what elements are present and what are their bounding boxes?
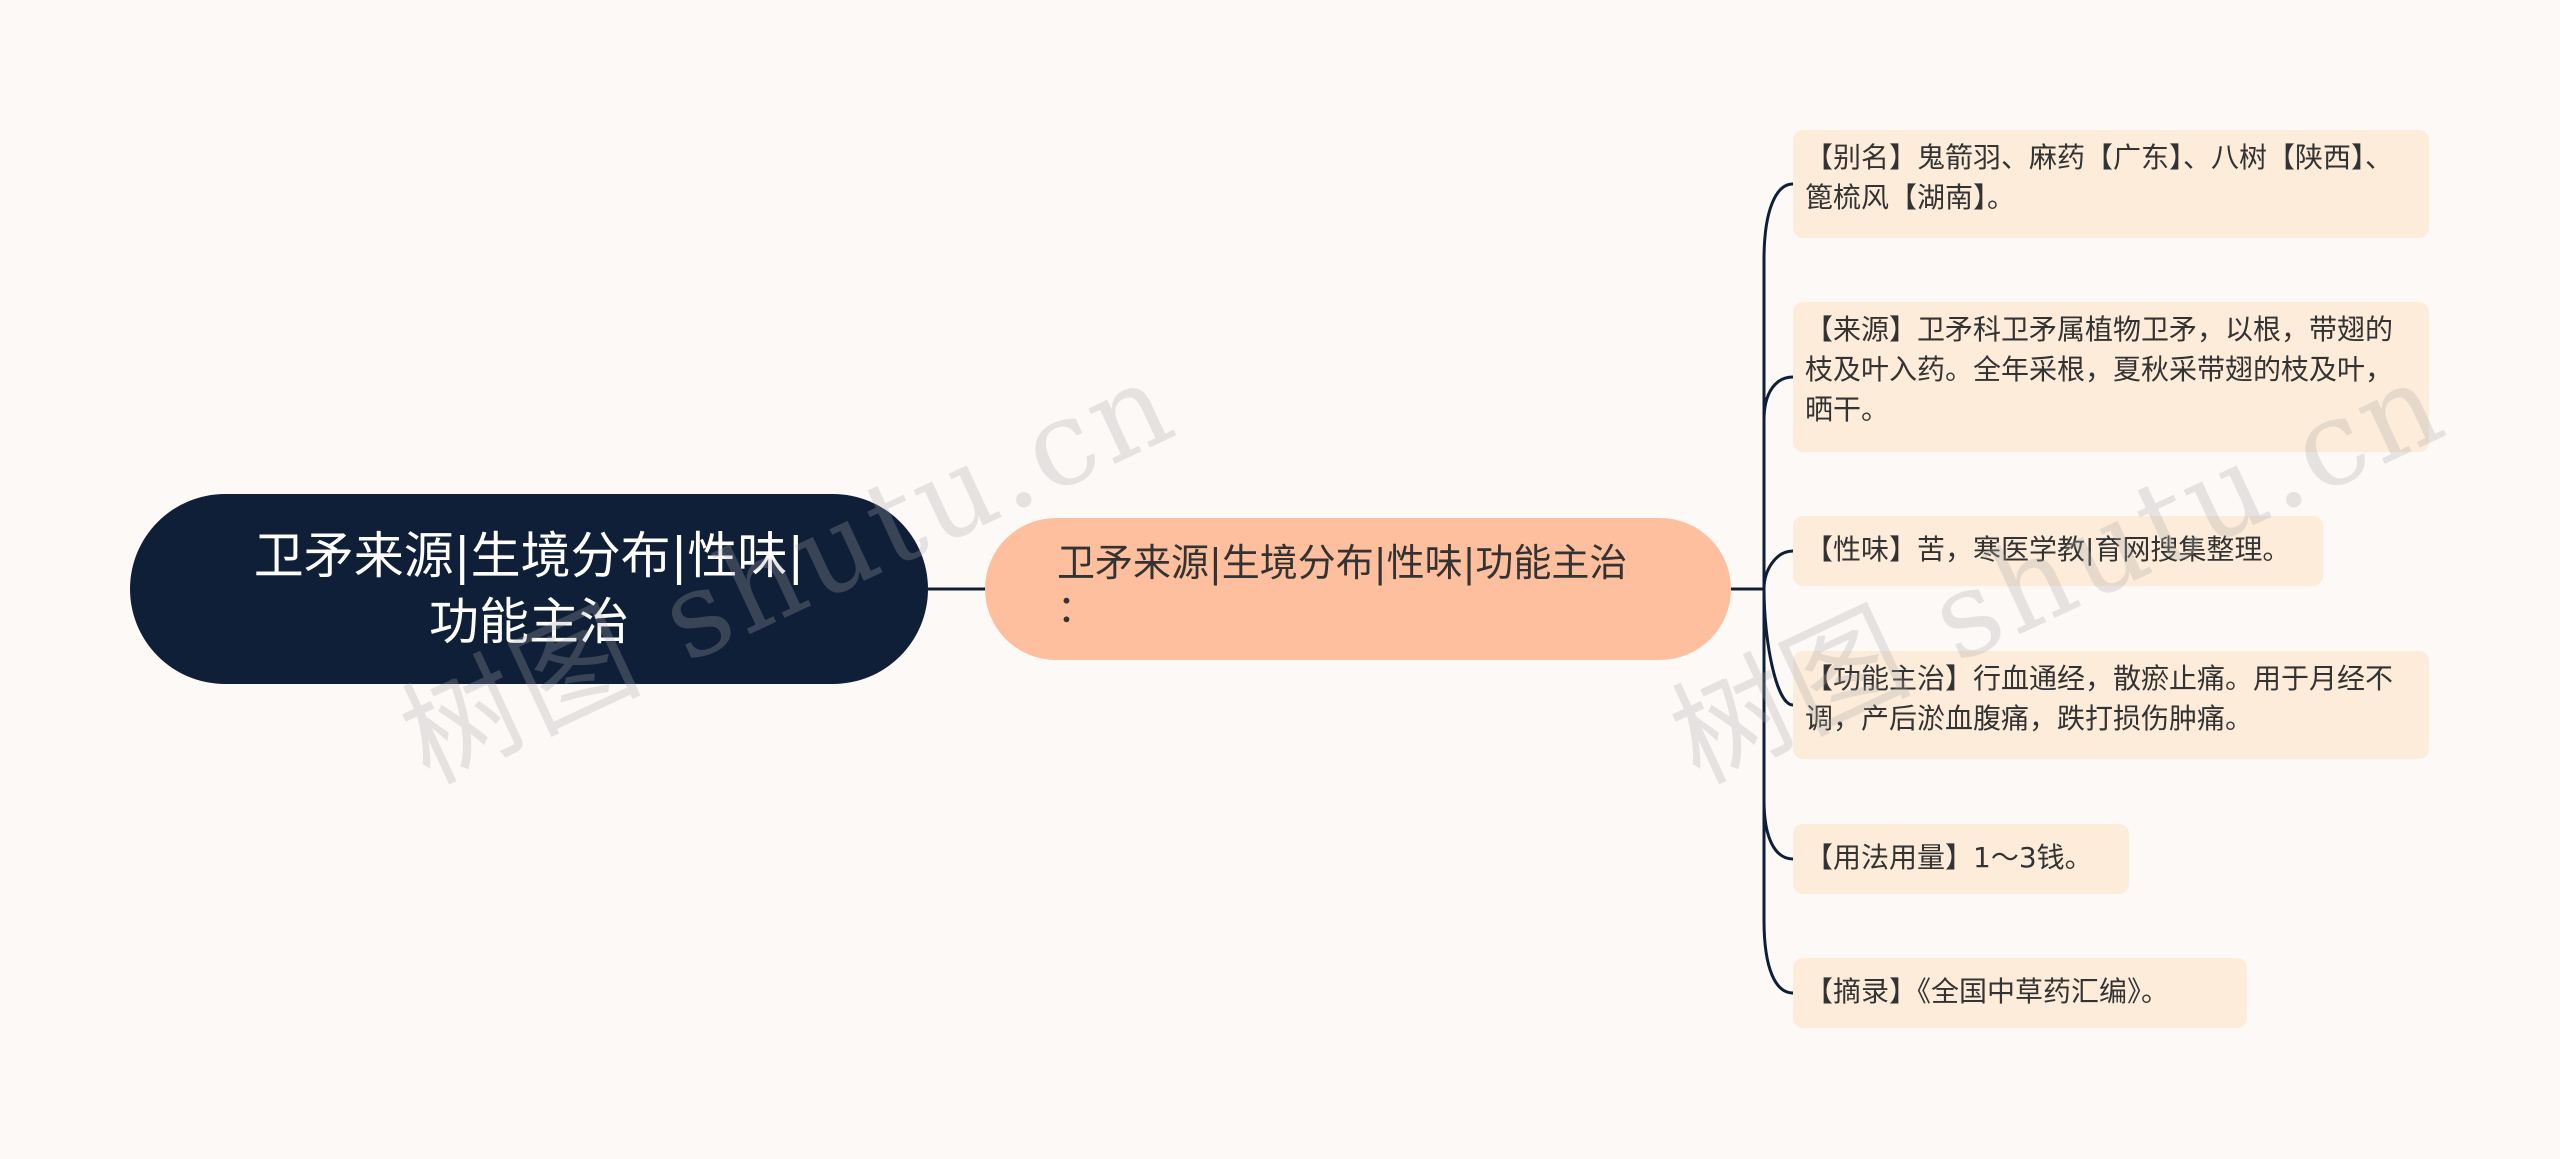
- leaf-node-text: 【用法用量】1～3钱。: [1805, 841, 2093, 874]
- leaf-node-text: 【别名】鬼箭羽、麻药【广东】、八树【陕西】、篦梳风【湖南】。: [1805, 141, 2394, 214]
- root-node-label: 卫矛来源|生境分布|性味|功能主治: [253, 527, 805, 651]
- branch-connector-5: [1762, 589, 1794, 995]
- leaf-node-text: 【摘录】《全国中草药汇编》。: [1805, 975, 2170, 1008]
- leaf-node-source[interactable]: 【来源】卫矛科卫矛属植物卫矛，以根，带翅的枝及叶入药。全年采根，夏秋采带翅的枝及…: [1793, 302, 2429, 452]
- branch-connector-2: [1762, 549, 1794, 590]
- leaf-node-dosage[interactable]: 【用法用量】1～3钱。: [1793, 824, 2129, 894]
- leaf-node-excerpt[interactable]: 【摘录】《全国中草药汇编》。: [1793, 958, 2247, 1028]
- leaf-node-text: 【功能主治】行血通经，散瘀止痛。用于月经不调，产后淤血腹痛，跌打损伤肿痛。: [1805, 662, 2394, 735]
- branch-connector-3: [1762, 588, 1794, 707]
- leaf-node-function[interactable]: 【功能主治】行血通经，散瘀止痛。用于月经不调，产后淤血腹痛，跌打损伤肿痛。: [1793, 651, 2429, 759]
- branch-connector-0: [1762, 182, 1794, 589]
- root-node[interactable]: 卫矛来源|生境分布|性味|功能主治: [130, 494, 928, 684]
- leaf-node-taste[interactable]: 【性味】苦，寒医学教|育网搜集整理。: [1793, 516, 2323, 586]
- leaf-node-text: 【性味】苦，寒医学教|育网搜集整理。: [1805, 533, 2291, 566]
- branch-connector-1: [1762, 375, 1794, 589]
- leaf-node-alias[interactable]: 【别名】鬼箭羽、麻药【广东】、八树【陕西】、篦梳风【湖南】。: [1793, 130, 2429, 238]
- branch-connector-4: [1762, 589, 1794, 861]
- mid-node-label-line2: ：: [1057, 587, 1096, 631]
- leaf-node-text: 【来源】卫矛科卫矛属植物卫矛，以根，带翅的枝及叶入药。全年采根，夏秋采带翅的枝及…: [1805, 313, 2394, 426]
- mid-node[interactable]: 卫矛来源|生境分布|性味|功能主治 ：: [985, 518, 1731, 660]
- mid-node-label-line1: 卫矛来源|生境分布|性味|功能主治: [1057, 541, 1628, 585]
